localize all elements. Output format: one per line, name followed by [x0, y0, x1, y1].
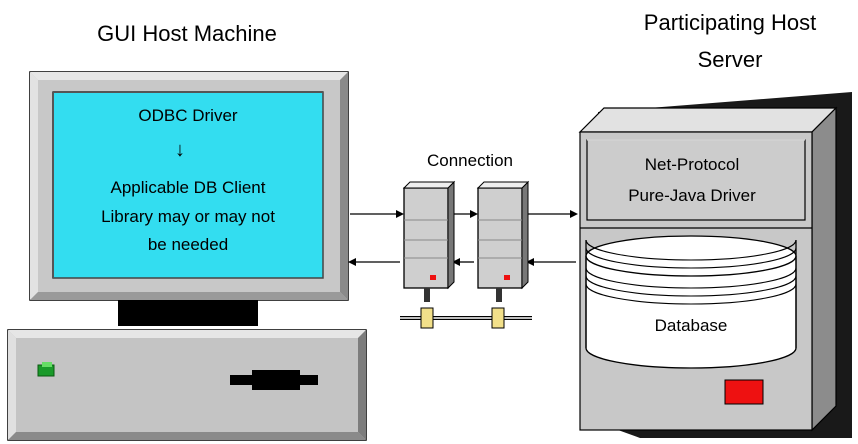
- right-title-line1: Participating Host: [644, 10, 816, 35]
- driver-panel: [586, 139, 806, 221]
- screen-line4: be needed: [148, 235, 228, 254]
- monitor-screen: [52, 91, 324, 279]
- monitor-stand: [118, 300, 258, 326]
- floppy-button: [252, 370, 300, 390]
- network-node-2: [476, 180, 530, 302]
- server-line2: Pure-Java Driver: [628, 186, 756, 205]
- screen-down-arrow: ↓: [175, 139, 185, 161]
- connection-arrows: [348, 210, 578, 266]
- node2-led: [504, 275, 510, 280]
- node1-connector: [420, 307, 434, 329]
- screen-odbc-driver: ODBC Driver: [138, 106, 238, 125]
- monitor: [29, 71, 349, 326]
- network-node-1: [402, 180, 456, 302]
- screen-line3: Library may or may not: [101, 207, 275, 226]
- left-title: GUI Host Machine: [97, 21, 277, 46]
- server-line1: Net-Protocol: [645, 155, 739, 174]
- connection-label: Connection: [427, 151, 513, 170]
- node1-led: [430, 275, 436, 280]
- desktop-unit: [7, 329, 367, 441]
- network-cable: [400, 307, 532, 329]
- database-label: Database: [655, 316, 728, 335]
- database-cylinder: [585, 235, 797, 369]
- screen-line2: Applicable DB Client: [111, 178, 266, 197]
- server-led: [724, 379, 764, 405]
- right-title-line2: Server: [698, 47, 763, 72]
- node2-connector: [491, 307, 505, 329]
